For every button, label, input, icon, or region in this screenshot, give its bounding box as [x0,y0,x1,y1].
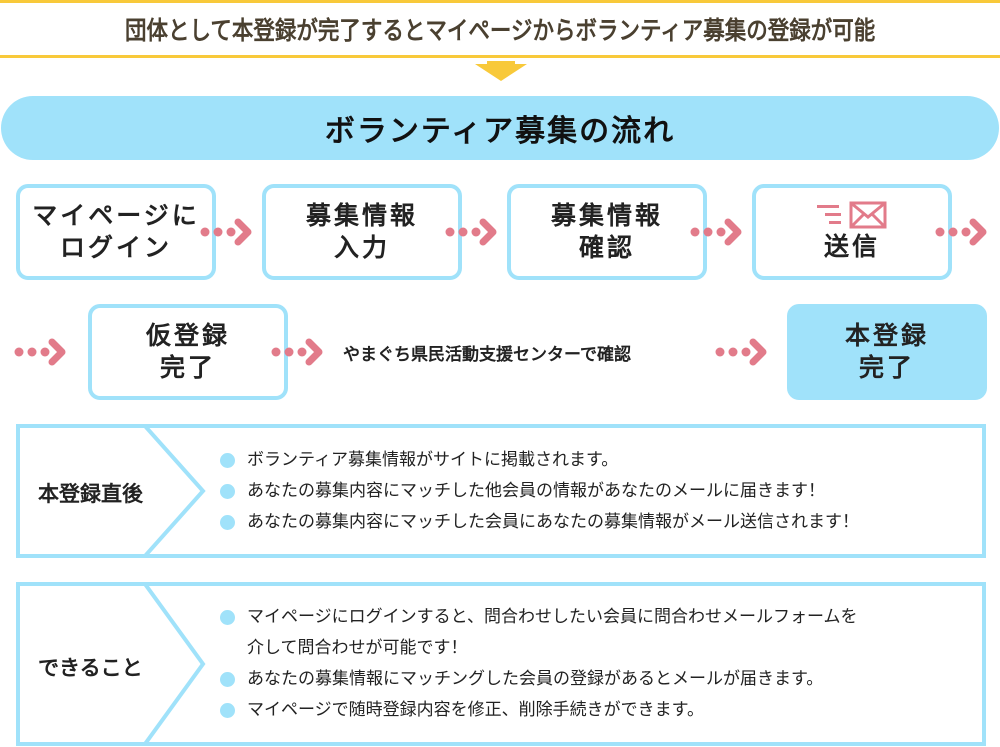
list-item: ボランティア募集情報がサイトに掲載されます。 [220,445,859,476]
dotted-arrow-icon [445,218,497,246]
step-full-registration: 本登録 完了 [787,304,987,400]
top-banner: 団体として本登録が完了するとマイページからボランティア募集の登録が可能 [0,0,1000,58]
section-after-registration: 本登録直後 ボランティア募集情報がサイトに掲載されます。 あなたの募集内容にマッ… [16,424,986,558]
flow-title-text: ボランティア募集の流れ [324,114,676,149]
list-item: あなたの募集内容にマッチした他会員の情報があなたのメールに届きます！ [220,476,859,507]
step-login: マイページに ログイン [16,184,216,280]
step-input: 募集情報 入力 [262,184,462,280]
bullet-icon [220,610,235,625]
banner-text: 団体として本登録が完了するとマイページからボランティア募集の登録が可能 [124,16,876,45]
chevron-divider [143,586,206,742]
bullet-icon [220,484,235,499]
dotted-arrow-icon [200,218,252,246]
step-provisional-registration: 仮登録 完了 [88,304,288,400]
list-item-continuation: 介して問合わせが可能です！ [247,638,468,658]
flow-title: ボランティア募集の流れ [1,96,999,160]
section-list: マイページにログインすると、問合わせしたい会員に問合わせメールフォームを 介して… [220,602,857,726]
list-item: あなたの募集内容にマッチした会員にあなたの募集情報がメール送信されます！ [220,507,859,538]
step-label: 本登録 完了 [844,321,929,382]
bullet-icon [220,703,235,718]
section-heading: できること [38,656,143,680]
chevron-divider [144,428,206,554]
list-item: あなたの募集情報にマッチングした会員の登録があるとメールが届きます。 [220,664,857,695]
step-label: 募集情報 入力 [305,201,418,262]
step-send: 送信 [752,184,952,280]
section-heading: 本登録直後 [38,482,143,506]
mail-send-icon [817,201,887,229]
down-arrow-icon [475,61,527,81]
bullet-icon [220,515,235,530]
dotted-arrow-icon [14,338,66,366]
dotted-arrow-icon [271,338,323,366]
dotted-arrow-icon [715,338,767,366]
list-item: マイページで随時登録内容を修正、削除手続きができます。 [220,695,857,726]
step-label: 送信 [823,232,880,261]
step-label: マイページに ログイン [32,201,200,262]
step-label: 仮登録 完了 [145,321,230,382]
list-item: マイページにログインすると、問合わせしたい会員に問合わせメールフォームを [220,602,857,633]
step-confirm: 募集情報 確認 [507,184,707,280]
bullet-icon [220,672,235,687]
section-what-you-can-do: できること マイページにログインすると、問合わせしたい会員に問合わせメールフォー… [16,582,986,746]
step-label: 募集情報 確認 [550,201,663,262]
dotted-arrow-icon [690,218,742,246]
dotted-arrow-icon [935,218,987,246]
section-list: ボランティア募集情報がサイトに掲載されます。 あなたの募集内容にマッチした他会員… [220,445,859,538]
bullet-icon [220,453,235,468]
center-check-text: やまぐち県民活動支援センターで確認 [343,345,631,365]
